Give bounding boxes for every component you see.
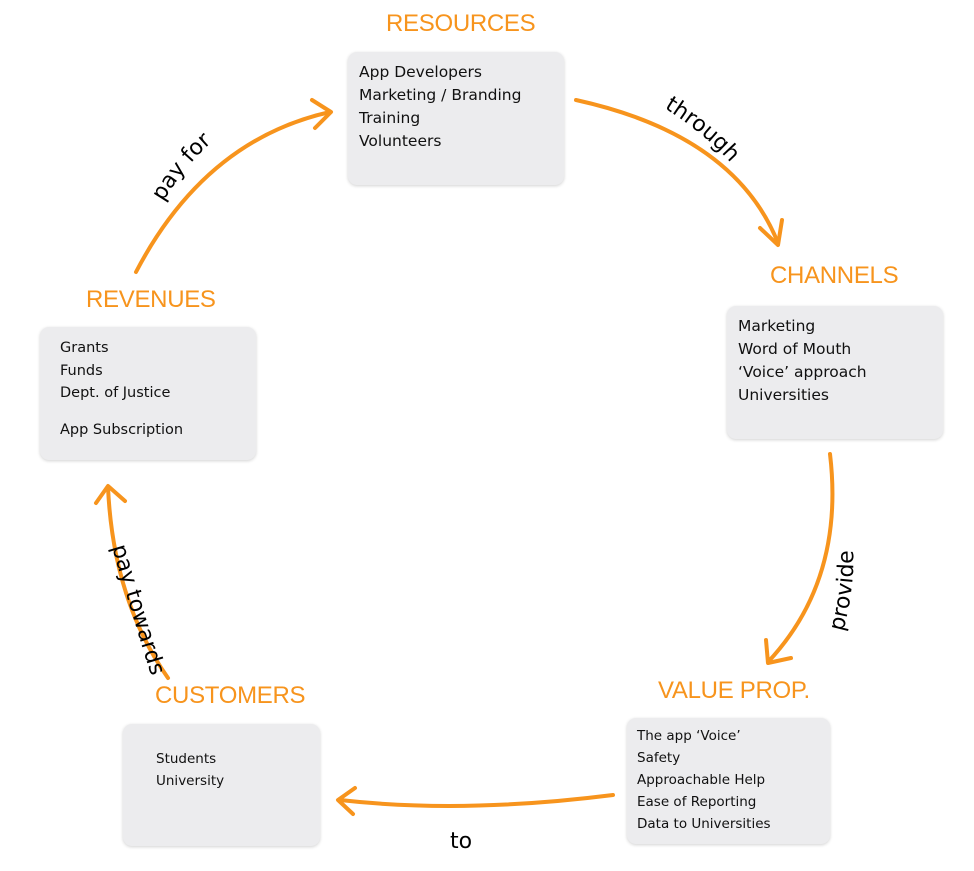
resources-item: Volunteers [359, 132, 442, 150]
revenues-title: REVENUES [86, 286, 216, 313]
value-prop-item: Ease of Reporting [637, 794, 757, 810]
revenues-item: Funds [60, 362, 103, 379]
arrow-channels-to-value-prop [766, 452, 835, 664]
customers-box: Students University [123, 724, 320, 846]
value-prop-item: Data to Universities [637, 816, 771, 832]
value-prop-title: VALUE PROP. [658, 677, 810, 704]
channels-list: Marketing Word of Mouth ‘Voice’ approach… [738, 315, 943, 407]
revenues-item: Grants [60, 340, 109, 356]
value-prop-item: The app ‘Voice’ [637, 728, 741, 744]
resources-item: Marketing / Branding [359, 86, 522, 104]
customers-item: University [156, 773, 225, 789]
channels-item: Marketing [738, 317, 816, 335]
customers-title: CUSTOMERS [155, 682, 306, 709]
arrow-value-prop-to-customers [338, 793, 615, 808]
value-prop-list: The app ‘Voice’ Safety Approachable Help… [637, 725, 830, 835]
revenues-spacer [60, 405, 256, 419]
revenues-box: Grants Funds Dept. of Justice App Subscr… [40, 327, 256, 460]
revenues-item: App Subscription [60, 421, 184, 438]
arrowhead-customers [336, 786, 357, 816]
edge-label-provide: provide [825, 550, 860, 633]
value-prop-item: Approachable Help [637, 772, 766, 788]
edge-label-pay-towards: pay towards [106, 542, 169, 679]
edge-label-to: to [450, 829, 472, 854]
arrow-resources-to-channels [574, 98, 780, 245]
arrowhead-revenues [94, 484, 127, 505]
resources-box: App Developers Marketing / Branding Trai… [348, 52, 564, 185]
edge-label-pay-for: pay for [147, 127, 217, 205]
resources-item: Training [359, 109, 421, 127]
arrow-revenues-to-resources [134, 110, 332, 274]
channels-item: Word of Mouth [738, 340, 852, 358]
revenues-list: Grants Funds Dept. of Justice App Subscr… [60, 337, 256, 441]
resources-list: App Developers Marketing / Branding Trai… [359, 61, 564, 153]
customers-list: Students University [156, 748, 320, 792]
revenues-item: Dept. of Justice [60, 385, 171, 401]
arrowhead-resources [310, 98, 333, 130]
arrowhead-value-prop [764, 638, 793, 665]
resources-item: App Developers [359, 63, 483, 81]
channels-title: CHANNELS [770, 262, 899, 289]
channels-box: Marketing Word of Mouth ‘Voice’ approach… [727, 306, 943, 439]
resources-title: RESOURCES [386, 10, 536, 37]
channels-item: ‘Voice’ approach [738, 363, 867, 381]
edge-label-through: through [661, 92, 745, 167]
arrow-customers-to-revenues [106, 485, 170, 680]
value-prop-box: The app ‘Voice’ Safety Approachable Help… [627, 718, 830, 844]
value-prop-item: Safety [637, 750, 681, 766]
customers-item: Students [156, 751, 217, 767]
channels-item: Universities [738, 386, 829, 404]
arrowhead-channels [758, 218, 784, 247]
